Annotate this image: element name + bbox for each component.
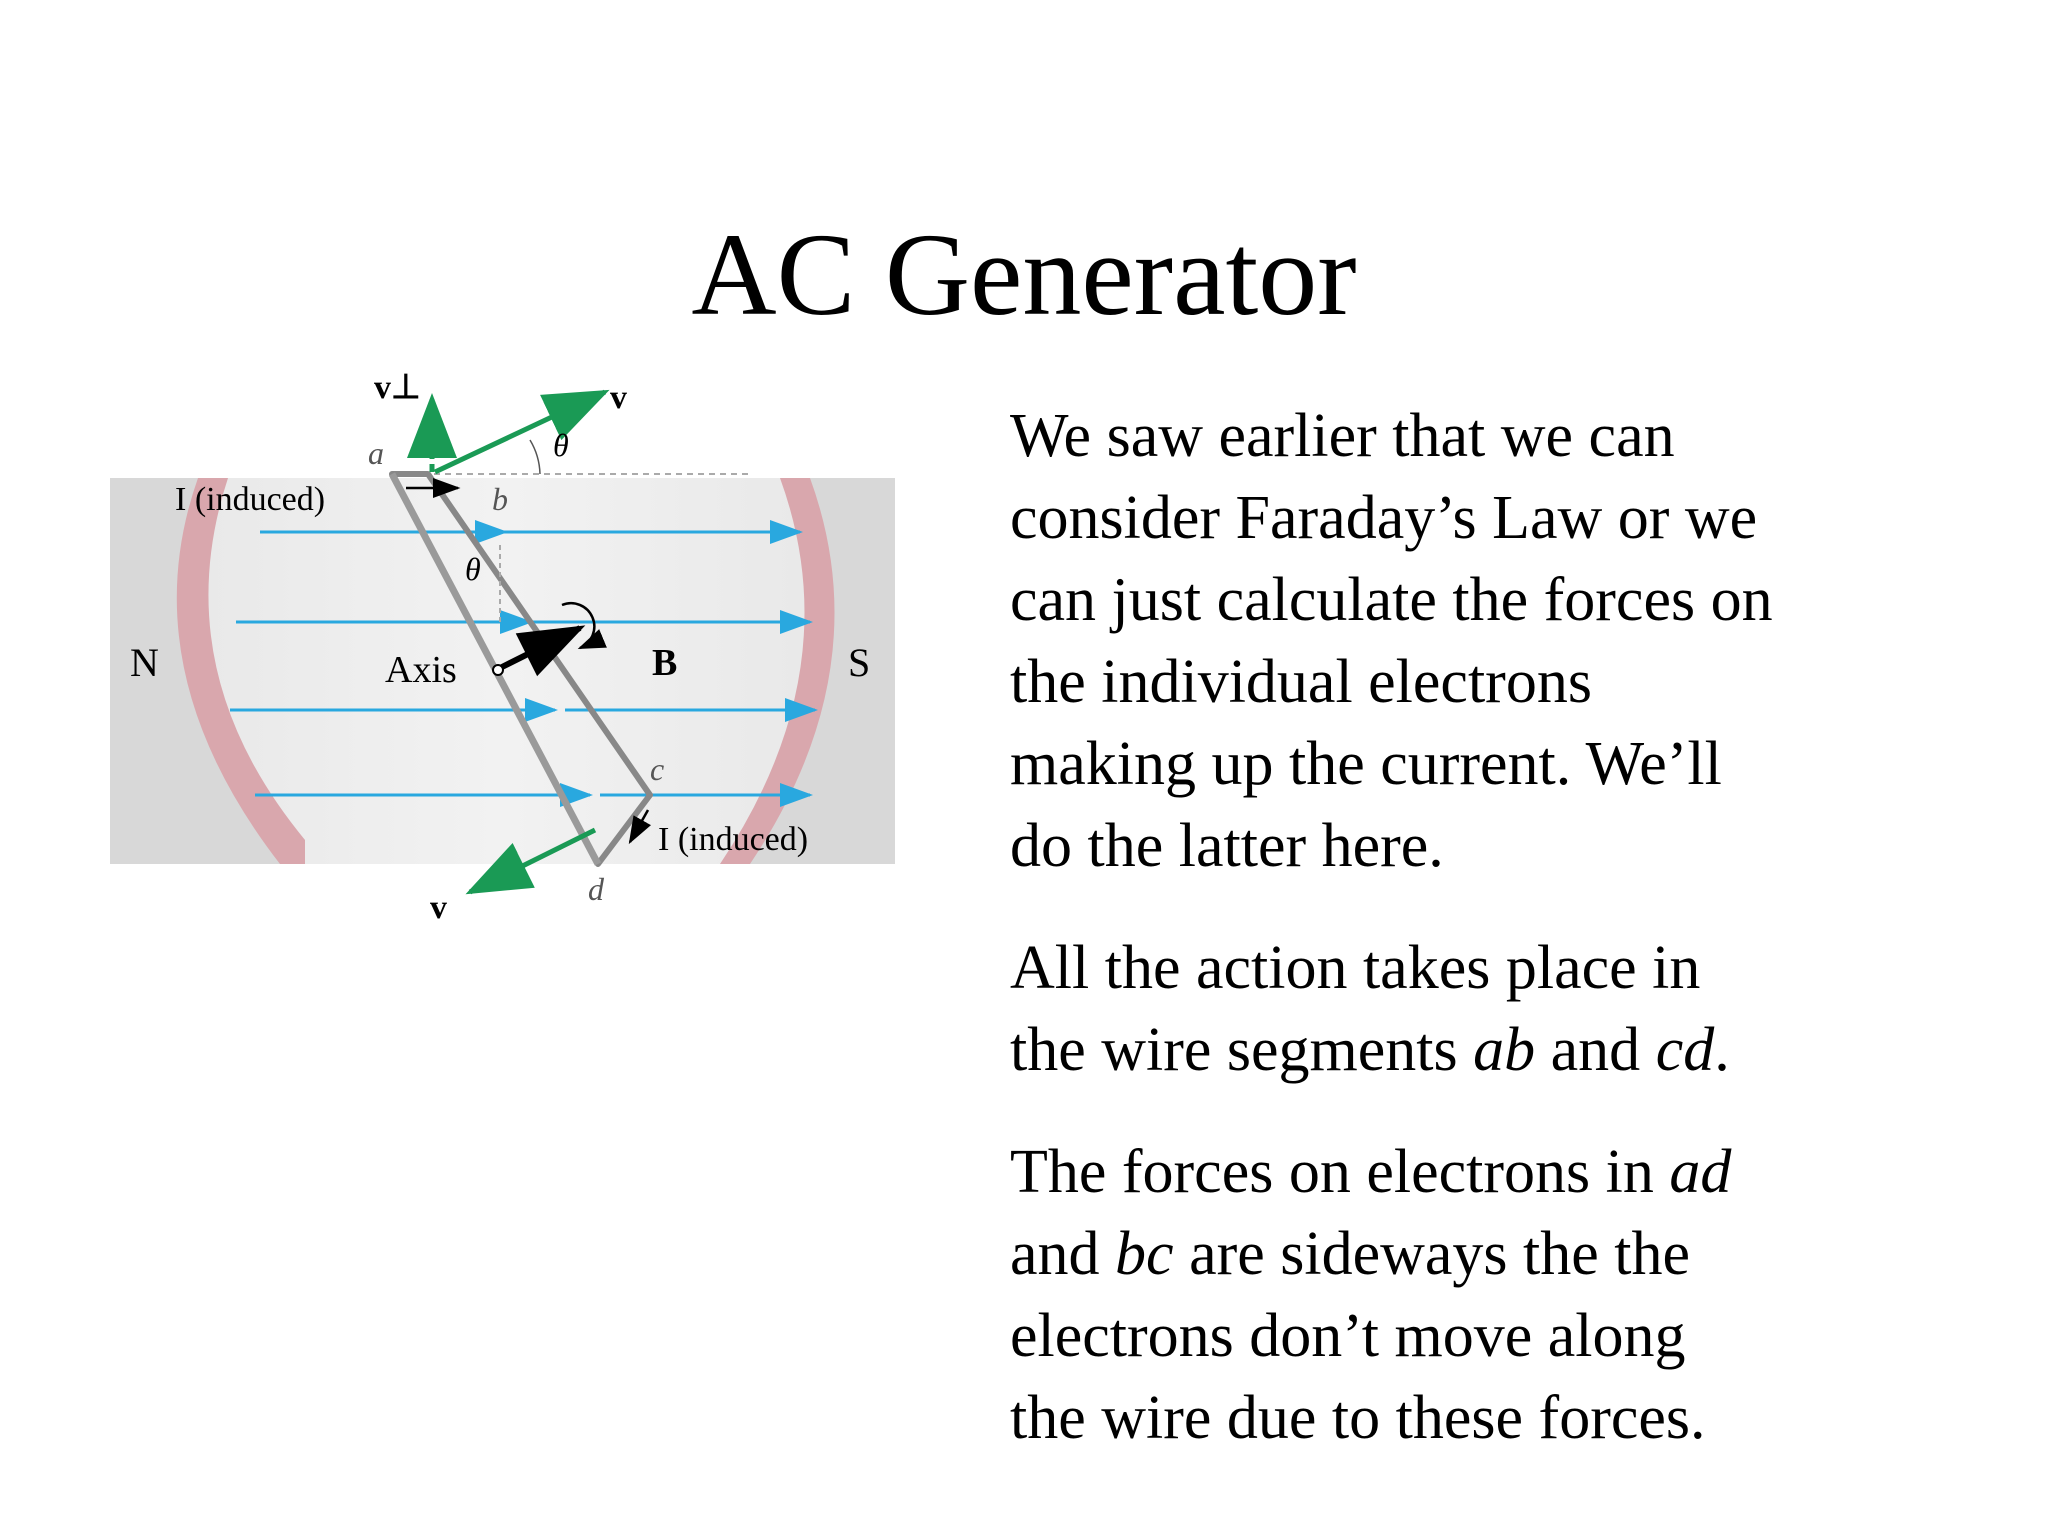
text-line: the wire due to these forces. [1010, 1384, 1706, 1452]
text-run: and [1535, 1016, 1656, 1084]
text-run: The forces on electrons in [1010, 1138, 1670, 1206]
text-line: electrons don’t move along [1010, 1302, 1686, 1370]
north-magnet-face [176, 478, 305, 864]
paragraph-3: The forces on electrons in ad and bc are… [1010, 1131, 2010, 1459]
segment-ad: ad [1669, 1138, 1732, 1206]
text-line: the wire segments ab and cd. [1010, 1009, 2010, 1091]
body-text: We saw earlier that we can consider Fara… [1010, 395, 2010, 1499]
north-magnet-body [110, 478, 305, 864]
text-line: We saw earlier that we can [1010, 402, 1675, 470]
corner-c-label: c [650, 751, 664, 787]
south-label: S [848, 640, 870, 685]
text-line: the individual electrons [1010, 648, 1592, 716]
theta-top-arc [529, 439, 541, 475]
corner-d-label: d [588, 871, 605, 907]
current-arrow-bottom [628, 809, 651, 845]
segment-ab: ab [1473, 1016, 1536, 1084]
induced-current-top-label: I (induced) [175, 481, 325, 518]
theta-top-label: θ [553, 427, 569, 463]
north-label: N [130, 640, 159, 685]
v-bottom-label: v [430, 889, 447, 926]
text-run: the wire segments [1010, 1016, 1474, 1084]
velocity-arrow-top [433, 389, 610, 475]
text-line: do the latter here. [1010, 812, 1444, 880]
induced-current-bottom-label: I (induced) [658, 821, 808, 858]
rotation-arrow [561, 601, 607, 650]
corner-a-label: a [368, 435, 384, 471]
diagram-svg: N S θ Axis [110, 369, 895, 926]
paragraph-1: We saw earlier that we can consider Fara… [1010, 395, 2010, 887]
axis-normal-arrow [498, 625, 586, 677]
text-run: . [1714, 1016, 1730, 1084]
ac-generator-diagram: N S θ Axis [110, 369, 900, 930]
v-top-label: v [610, 379, 627, 416]
south-magnet-face [720, 478, 835, 864]
velocity-arrow-bottom [465, 827, 597, 895]
axis-label: Axis [385, 649, 457, 691]
segment-cd: cd [1655, 1016, 1715, 1084]
text-run: are sideways the the [1173, 1220, 1691, 1288]
text-line: can just calculate the forces on [1010, 566, 1773, 634]
field-label: B [652, 642, 677, 684]
text-line: All the action takes place in [1010, 934, 1701, 1002]
theta-mid-label: θ [465, 551, 481, 587]
text-run: and [1010, 1220, 1116, 1288]
axis-point [492, 664, 504, 676]
text-line: The forces on electrons in ad [1010, 1131, 2010, 1213]
corner-b-label: b [492, 481, 508, 517]
slide-title: AC Generator [691, 209, 1357, 340]
paragraph-2: All the action takes place in the wire s… [1010, 927, 2010, 1091]
v-perp-label: v⊥ [374, 370, 421, 406]
text-line: consider Faraday’s Law or we [1010, 484, 1758, 552]
segment-bc: bc [1115, 1220, 1174, 1288]
text-line: and bc are sideways the the [1010, 1213, 2010, 1295]
text-line: making up the current. We’ll [1010, 730, 1722, 798]
